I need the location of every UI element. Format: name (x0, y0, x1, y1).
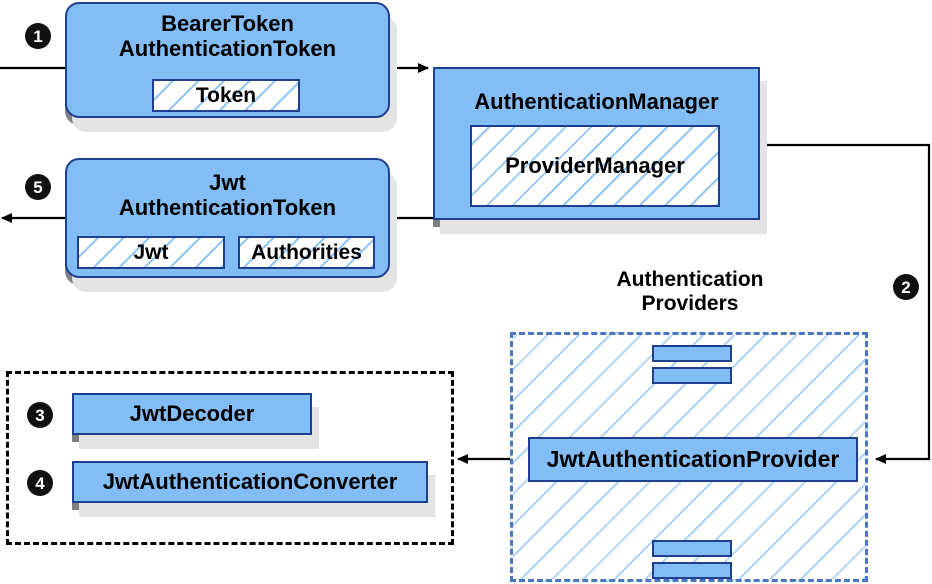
jwt-decoder-label: JwtDecoder (129, 401, 255, 426)
other-provider-top-2[interactable] (652, 367, 732, 384)
step-bullet-5: 5 (25, 174, 51, 200)
other-provider-bottom-1[interactable] (652, 540, 732, 557)
authorities-box[interactable]: Authorities (238, 236, 375, 269)
authentication-providers-caption-line1: Authentication (616, 268, 764, 291)
authentication-providers-caption-line2: Providers (641, 291, 739, 315)
step-bullet-5-number: 5 (33, 177, 43, 197)
bearer-token-title-line1: BearerToken (161, 11, 294, 36)
jwt-box[interactable]: Jwt (77, 236, 225, 269)
step-bullet-3-number: 3 (35, 405, 45, 425)
step-bullet-3: 3 (27, 402, 53, 428)
authentication-manager-title: AuthenticationManager (474, 89, 719, 114)
step-bullet-4: 4 (27, 470, 53, 496)
jwt-authentication-converter-node[interactable]: JwtAuthenticationConverter (72, 461, 428, 503)
step-bullet-4-number: 4 (35, 473, 45, 493)
jwt-authentication-provider-node[interactable]: JwtAuthenticationProvider (528, 437, 858, 482)
bearer-token-node[interactable]: BearerToken AuthenticationToken (65, 2, 390, 118)
jwt-authentication-token-title-line2: AuthenticationToken (118, 195, 337, 221)
provider-manager-box[interactable]: ProviderManager (470, 125, 720, 207)
token-label: Token (195, 83, 257, 107)
bearer-token-title: BearerToken AuthenticationToken (67, 11, 388, 62)
authentication-providers-caption: Authentication Providers (540, 268, 840, 315)
token-box[interactable]: Token (152, 79, 300, 112)
step-bullet-2-number: 2 (901, 277, 911, 297)
step-bullet-2: 2 (893, 274, 919, 300)
other-provider-bottom-2[interactable] (652, 562, 732, 579)
bearer-token-title-line2: AuthenticationToken (118, 36, 337, 62)
authorities-label: Authorities (251, 240, 362, 264)
jwt-authentication-token-title: Jwt AuthenticationToken (67, 170, 388, 221)
jwt-decoder-node[interactable]: JwtDecoder (72, 393, 312, 435)
jwt-authentication-token-title-line1: Jwt (209, 170, 246, 195)
other-provider-top-1[interactable] (652, 345, 732, 362)
step-bullet-1-number: 1 (33, 26, 43, 46)
step-bullet-1: 1 (25, 23, 51, 49)
jwt-support-frame (6, 371, 454, 545)
jwt-authentication-converter-label: JwtAuthenticationConverter (102, 469, 398, 494)
jwt-label: Jwt (133, 240, 169, 264)
provider-manager-label: ProviderManager (505, 153, 685, 178)
jwt-authentication-provider-label: JwtAuthenticationProvider (546, 446, 840, 472)
